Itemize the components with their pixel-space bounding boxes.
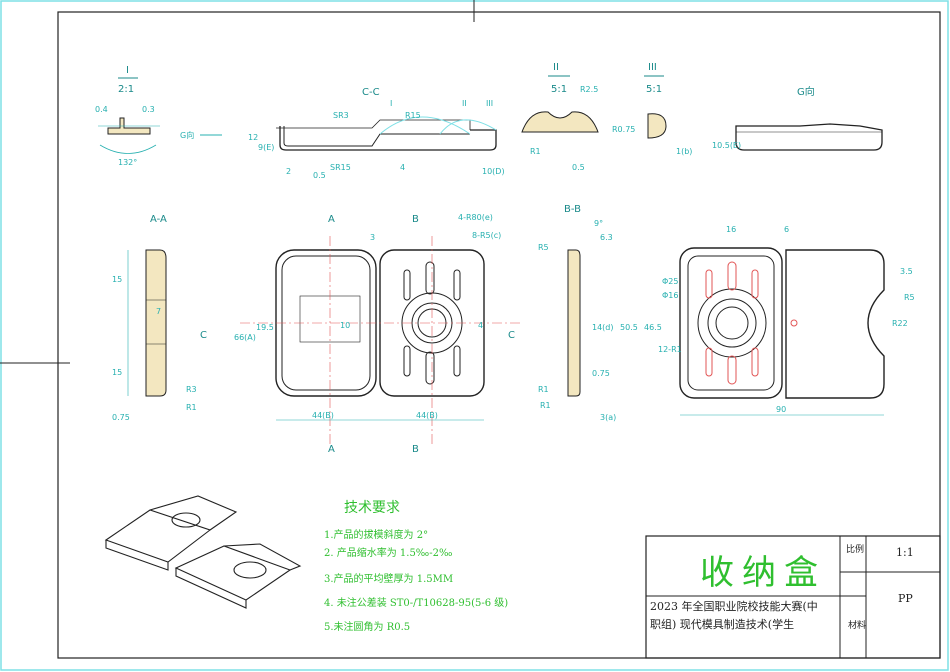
view-g-label: G向 [797,85,815,98]
view-g-d105: 10.5(E) [712,141,741,150]
cc-sr15: SR15 [330,163,351,172]
scale-label: 比例 [846,543,864,555]
rv-d505: 50.5 [620,323,638,332]
section-cc-view: C-C SR3 SR15 R15 I II III G向 12 9(E) 2 0… [180,87,505,180]
cc-d9: 9(E) [258,143,274,152]
detail-iii-d1: 1(b) [676,147,692,156]
detail-i-angle: 132° [118,158,137,167]
rv-d16: 16 [726,225,736,234]
aa-r3: R3 [186,385,197,394]
section-aa-label: A-A [150,214,167,225]
detail-ii-r25: R2.5 [580,85,598,94]
detail-ii-scale: 5:1 [551,84,567,95]
cc-sr3: SR3 [333,111,349,120]
main-d195: 19.5 [256,323,274,332]
main-b-bottom: B [412,444,419,455]
main-d3: 3 [370,233,375,242]
rv-d35: 3.5 [900,267,913,276]
main-d10: 10 [340,321,350,330]
bb-d14: 14(d) [592,323,614,332]
bb-r5: R5 [538,243,549,252]
aa-d075: 0.75 [112,413,130,422]
note-item-2: 2. 产品缩水率为 1.5‰-2‰ [324,546,452,559]
detail-iii-view: III 5:1 R0.75 1(b) [612,62,692,156]
main-d44a: 44(B) [312,411,334,420]
main-b-top: B [412,214,419,225]
detail-ii-r1: R1 [530,147,541,156]
aa-r1: R1 [186,403,197,412]
main-d44b: 44(B) [416,411,438,420]
aa-d7: 7 [156,307,161,316]
rv-r12: 12-R1 [658,345,682,354]
bb-d3: 3(a) [600,413,616,422]
note-item-5: 5.未注圆角为 R0.5 [324,620,410,633]
cc-d2: 2 [286,167,291,176]
title-line-1: 2023 年全国职业院校技能大赛(中 [650,599,818,613]
note-item-4: 4. 未注公差装 ST0-/T10628-95(5-6 级) [324,596,508,609]
detail-ii-view: II 5:1 R2.5 R1 0.5 [521,62,599,172]
detail-i-d2: 0.3 [142,105,155,114]
main-r80: 4-R80(e) [458,213,493,222]
main-a-bottom: A [328,444,335,455]
section-bb-label: B-B [564,204,581,215]
title-line-2: 职组) 现代模具制造技术(学生 [650,617,794,631]
aa-d15b: 15 [112,368,122,377]
main-d4: 4 [478,321,483,330]
section-cc-label: C-C [362,87,380,98]
cc-mark-2: II [462,99,467,108]
cc-d10: 10(D) [482,167,505,176]
cc-mark-1: I [390,99,392,108]
material-label: 材料 [848,619,866,631]
bb-r1a: R1 [538,385,549,394]
rv-dia25: Φ25 [662,277,678,286]
bb-d63: 6.3 [600,233,613,242]
view-g: G向 10.5(E) [712,85,883,151]
technical-notes: 技术要求 1.产品的拔模斜度为 2° 2. 产品缩水率为 1.5‰-2‰ 3.产… [324,500,508,633]
detail-i-view: I 2:1 0.4 0.3 132° [95,65,160,167]
title-block: 收纳盒 比例 1:1 PP 2023 年全国职业院校技能大赛(中 职组) 现代模… [645,535,941,659]
rv-dia16: Φ16 [662,291,678,300]
right-view: 16 6 Φ25 Φ16 12-R1 50.5 46.5 3.5 R5 R22 … [620,225,915,416]
main-view: A B A B C C 3 4-R80(e) 8-R5(c) 66(A) 19.… [200,213,520,455]
note-item-3: 3.产品的平均壁厚为 1.5MM [324,572,453,585]
detail-iii-scale: 5:1 [646,84,662,95]
rv-d90: 90 [776,405,786,414]
part-name: 收纳盒 [700,553,826,593]
cc-d4: 4 [400,163,405,172]
main-c-right: C [508,330,515,341]
cc-d12: 12 [248,133,258,142]
rv-r5: R5 [904,293,915,302]
detail-i-d1: 0.4 [95,105,108,114]
section-bb-view: B-B 9° 6.3 R5 14(d) 0.75 R1 R1 3(a) [538,204,616,422]
scale-value: 1:1 [896,546,914,559]
cc-d05: 0.5 [313,171,326,180]
rv-r22: R22 [892,319,908,328]
cc-mark-3: III [486,99,493,108]
aa-d15a: 15 [112,275,122,284]
material-value: PP [898,592,913,605]
bb-d075: 0.75 [592,369,610,378]
main-r5: 8-R5(c) [472,231,501,240]
isometric-view [104,495,302,609]
detail-ii-label: II [553,62,559,73]
detail-i-scale: 2:1 [118,84,134,95]
main-a-top: A [328,214,335,225]
section-aa-view: A-A 15 7 15 R3 R1 0.75 [112,214,197,422]
detail-iii-label: III [648,62,657,73]
notes-title: 技术要求 [344,500,400,516]
note-item-1: 1.产品的拔模斜度为 2° [324,528,428,541]
detail-iii-r075: R0.75 [612,125,635,134]
rv-d465: 46.5 [644,323,662,332]
main-d66: 66(A) [234,333,256,342]
cc-g-label: G向 [180,130,194,140]
rv-d6: 6 [784,225,789,234]
detail-i-label: I [126,65,129,76]
bb-r1b: R1 [540,401,551,410]
bb-angle: 9° [594,219,603,228]
inner-frame [57,11,941,659]
main-c-left: C [200,330,207,341]
detail-ii-d05: 0.5 [572,163,585,172]
cc-r15: R15 [405,111,421,120]
